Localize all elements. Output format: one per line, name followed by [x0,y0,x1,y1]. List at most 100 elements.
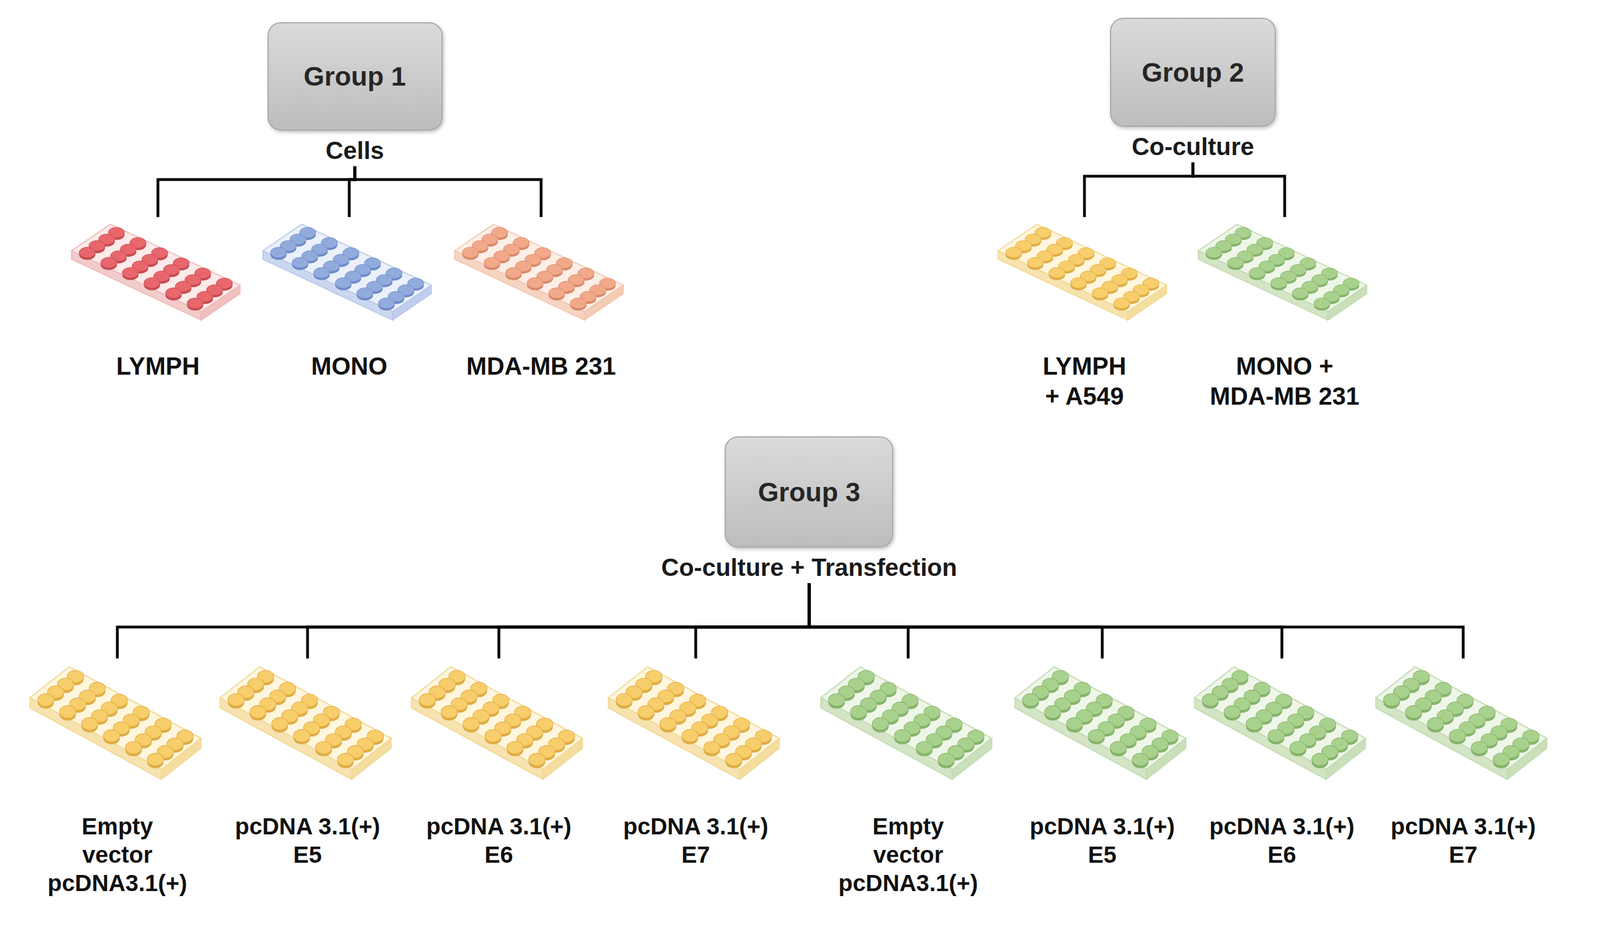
well [271,717,289,731]
well-plate [66,218,250,330]
well [146,753,164,766]
well [528,753,546,766]
well [483,257,500,269]
well-plate [24,659,211,791]
group-node: Group 2Co-culture [1110,17,1276,162]
well [615,694,633,707]
well [1113,298,1130,309]
plate-node: pcDNA 3.1(+) E7 [1370,659,1557,870]
well [378,298,395,309]
well [725,753,742,766]
well [1383,694,1400,707]
well [1448,729,1466,742]
well [527,277,544,289]
plate-node: LYMPH [66,218,250,382]
plate-top [29,666,201,770]
well-plate [992,218,1177,330]
well-plate [214,659,401,791]
plate-top [1194,666,1365,770]
well [1224,705,1241,718]
plate-top [219,666,391,770]
plate-label: pcDNA 3.1(+) E7 [612,812,780,870]
well [1313,298,1330,309]
well [1492,753,1510,766]
well [37,694,54,707]
well [828,694,845,707]
well [1092,288,1109,299]
well [703,741,721,755]
plate-node: MONO [257,218,442,382]
well [100,257,117,269]
well [122,267,139,279]
bracket-connector [307,585,810,658]
well [1070,277,1087,289]
well [1427,717,1444,731]
plate-node: LYMPH + A549 [992,218,1177,411]
plate-label: MDA-MB 231 [466,351,617,382]
well [1201,694,1219,707]
well [102,729,120,742]
plate-top [607,666,779,770]
plate-top [410,666,582,770]
plate-label: MONO [311,351,388,382]
well [1470,741,1488,755]
plate-label: pcDNA 3.1(+) E6 [1198,812,1366,870]
well [418,694,436,707]
group-box: Group 3 [724,436,894,548]
well [441,705,458,718]
well [1044,705,1062,718]
well [915,741,933,755]
plate-top [263,224,432,312]
well [357,288,374,299]
plate-node: pcDNA 3.1(+) E6 [1189,659,1376,870]
group-title: Group 3 [758,477,861,508]
well [291,257,309,269]
plate-label: LYMPH + A549 [1042,351,1127,411]
well [1405,705,1423,718]
well [337,753,354,766]
well [872,717,889,731]
plate-label: Empty vector pcDNA3.1(+) [47,812,188,899]
plate-top [1014,666,1186,770]
well-plate [1009,659,1196,791]
well [335,277,352,289]
bracket-connector [157,167,355,216]
well [227,694,245,707]
well [186,298,203,309]
plate-top [454,224,624,312]
well [1066,717,1083,731]
bracket-connector [1192,164,1285,216]
group-box: Group 1 [267,22,443,131]
plate-top [71,224,241,312]
well [1289,741,1307,755]
bracket-connector [498,585,810,658]
bracket-connector [695,585,810,658]
well [313,267,330,279]
well-plate [1370,659,1557,791]
plate-node: Empty vector pcDNA3.1(+) [24,659,211,899]
well [1022,694,1039,707]
plate-label: pcDNA 3.1(+) E5 [224,812,391,870]
well [1245,717,1263,731]
bracket-connector [1084,164,1193,216]
well [1227,257,1244,269]
bracket-connector [809,585,1282,658]
plate-label: MONO + MDA-MB 231 [1201,351,1369,411]
well-plate [1189,659,1376,791]
group-subtitle: Co-culture + Transfection [661,553,958,583]
plate-top [1198,224,1367,312]
well [81,717,98,731]
well [249,705,267,718]
well [506,741,524,755]
well [144,277,161,289]
well [681,729,698,742]
well [548,288,566,299]
well [505,267,522,279]
plate-node: MONO + MDA-MB 231 [1192,218,1377,411]
well [125,741,142,755]
plate-node: pcDNA 3.1(+) E5 [214,659,401,870]
well [637,705,655,718]
bracket-connector [117,585,810,658]
well [1205,247,1222,259]
plate-node: pcDNA 3.1(+) E7 [602,659,790,870]
